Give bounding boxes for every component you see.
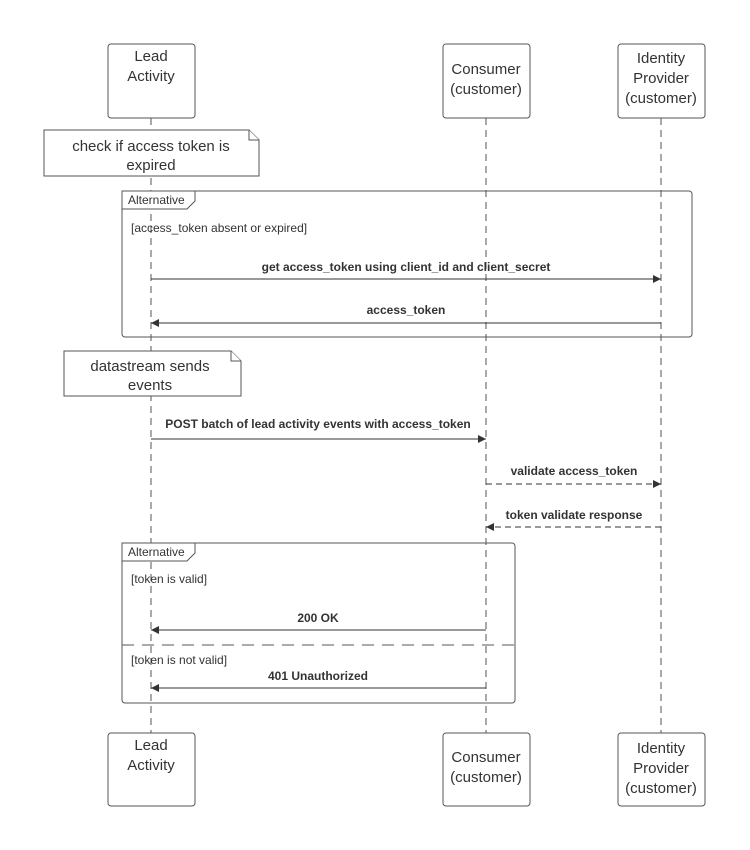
actor-label: (customer) bbox=[625, 90, 697, 107]
message-401-unauthorized: 401 Unauthorized bbox=[151, 669, 486, 692]
actor-identity-provider-top[interactable]: Identity Provider (customer) bbox=[617, 43, 706, 119]
actor-label: Activity bbox=[127, 757, 175, 774]
message-label: POST batch of lead activity events with … bbox=[165, 417, 470, 431]
actor-label: Provider bbox=[633, 760, 689, 777]
note-text: check if access token is bbox=[72, 138, 230, 155]
message-validate-access-token: validate access_token bbox=[486, 464, 661, 488]
message-label: token validate response bbox=[506, 508, 643, 522]
message-label: access_token bbox=[367, 303, 446, 317]
actor-consumer-top[interactable]: Consumer (customer) bbox=[442, 43, 531, 119]
message-return-access-token: access_token bbox=[151, 303, 661, 327]
guard-condition: [token is not valid] bbox=[131, 653, 227, 667]
fragment-label: Alternative bbox=[128, 545, 185, 559]
message-token-validate-response: token validate response bbox=[486, 508, 661, 531]
note-text: datastream sends bbox=[90, 358, 209, 375]
actor-label: Consumer bbox=[451, 749, 520, 766]
guard-condition: [access_token absent or expired] bbox=[131, 221, 307, 235]
actor-label: (customer) bbox=[625, 780, 697, 797]
actor-label: Identity bbox=[637, 50, 686, 67]
guard-condition: [token is valid] bbox=[131, 572, 207, 586]
actor-lead-activity-top[interactable]: Lead Activity bbox=[107, 43, 196, 119]
note-datastream-sends-events: datastream sends events bbox=[63, 350, 242, 397]
message-200-ok: 200 OK bbox=[151, 611, 486, 634]
message-label: 401 Unauthorized bbox=[268, 669, 368, 683]
actor-consumer-bottom[interactable]: Consumer (customer) bbox=[442, 732, 531, 807]
actor-label: Activity bbox=[127, 68, 175, 85]
actor-label: Provider bbox=[633, 70, 689, 87]
fragment-alternative-validity: Alternative [token is valid] [token is n… bbox=[121, 542, 516, 704]
message-post-batch-events: POST batch of lead activity events with … bbox=[151, 417, 486, 443]
message-label: get access_token using client_id and cli… bbox=[262, 260, 551, 274]
actor-label: Consumer bbox=[451, 61, 520, 78]
message-label: validate access_token bbox=[511, 464, 638, 478]
actor-label: (customer) bbox=[450, 81, 522, 98]
actor-lead-activity-bottom[interactable]: Lead Activity bbox=[107, 732, 196, 807]
note-text: expired bbox=[126, 157, 175, 174]
note-check-token-expiry: check if access token is expired bbox=[43, 129, 260, 177]
actor-identity-provider-bottom[interactable]: Identity Provider (customer) bbox=[617, 732, 706, 807]
message-label: 200 OK bbox=[297, 611, 339, 625]
message-get-access-token: get access_token using client_id and cli… bbox=[151, 260, 661, 283]
fragment-alternative-token: Alternative [access_token absent or expi… bbox=[121, 190, 693, 338]
fragment-label: Alternative bbox=[128, 193, 185, 207]
note-text: events bbox=[128, 377, 172, 394]
actor-label: (customer) bbox=[450, 769, 522, 786]
actor-label: Identity bbox=[637, 740, 686, 757]
actor-label: Lead bbox=[134, 737, 167, 754]
actor-label: Lead bbox=[134, 48, 167, 65]
